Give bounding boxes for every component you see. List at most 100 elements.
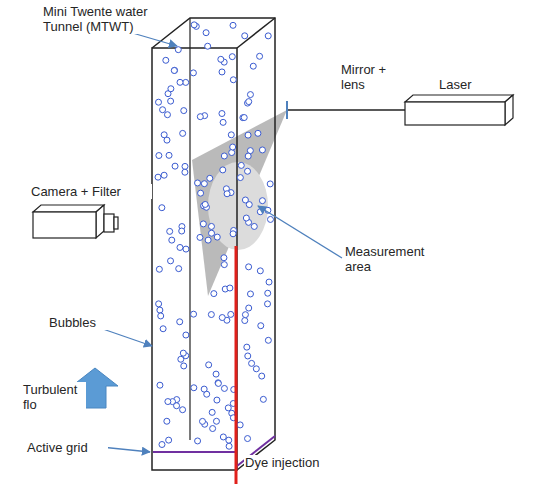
bubble (191, 385, 197, 391)
bubble (259, 373, 265, 379)
bubble (257, 268, 263, 274)
bubble (183, 79, 189, 85)
bubble (198, 190, 204, 196)
water-tunnel (152, 18, 275, 470)
bubble (230, 22, 236, 28)
bubble (247, 291, 253, 297)
mirror (286, 101, 288, 119)
bubbles (155, 22, 273, 449)
bubble (260, 396, 266, 402)
bubble (191, 311, 197, 317)
bubble (180, 130, 186, 136)
bubble (206, 362, 212, 368)
bubble (246, 99, 252, 105)
bubble (219, 111, 225, 117)
bubble (182, 163, 188, 169)
bubble (214, 397, 220, 403)
bubble (168, 258, 174, 264)
bubble (205, 237, 211, 243)
bubble (181, 363, 187, 369)
bubble (246, 305, 252, 311)
laser-top (405, 95, 513, 102)
bubble (221, 262, 227, 268)
bubble (258, 323, 264, 329)
dye-line (235, 246, 238, 484)
bubble (238, 162, 244, 168)
bubble (230, 231, 236, 237)
bubble (225, 405, 231, 411)
bubble (163, 57, 169, 63)
bubble (202, 201, 208, 207)
bubble (157, 307, 163, 313)
bubble (164, 112, 170, 118)
laser-label: Laser (438, 77, 500, 92)
bubble (161, 132, 167, 138)
laser-beam (287, 109, 405, 110)
bubble (257, 209, 263, 215)
bubble (205, 43, 211, 49)
mirror-label: Mirror + lens (340, 62, 404, 92)
bubble (220, 434, 226, 440)
camera-side (96, 205, 104, 238)
bubble (219, 69, 225, 75)
active-grid (153, 451, 237, 453)
bubble (177, 244, 183, 250)
bubble (227, 285, 233, 291)
bubble (214, 234, 220, 240)
tunnel-label: Mini Twente water Tunnel (MTWT) (42, 4, 168, 34)
light-sheet (192, 110, 287, 296)
bubble (246, 264, 252, 270)
bubble (177, 319, 183, 325)
bubble (243, 215, 249, 221)
bubble (259, 198, 265, 204)
bubble (242, 318, 248, 324)
bubble (203, 30, 209, 36)
bubble (266, 279, 272, 285)
bubble (259, 147, 265, 153)
bubble (244, 344, 250, 350)
bubble (172, 67, 178, 73)
camera-top (33, 205, 104, 212)
bubble (158, 313, 164, 319)
bubble (228, 311, 234, 317)
bubble (177, 79, 183, 85)
bubble (265, 290, 271, 296)
bubble (201, 181, 207, 187)
bubble (219, 315, 225, 321)
bubble (190, 70, 196, 76)
bubble (165, 399, 171, 405)
bubble (257, 53, 263, 59)
bubble (156, 99, 162, 105)
bubble (156, 301, 162, 307)
bubble (265, 33, 271, 39)
bubble (171, 67, 177, 73)
dye-label: Dye injection (244, 455, 346, 470)
bubble (209, 230, 215, 236)
bubble (265, 301, 271, 307)
leader-line (100, 328, 152, 346)
camera-lens (104, 214, 114, 232)
bubble (221, 385, 227, 391)
bubble (159, 205, 165, 211)
bubble (253, 366, 259, 372)
bubble (166, 152, 172, 158)
bubble (211, 291, 217, 297)
leaders (100, 27, 342, 452)
bubble (159, 442, 165, 448)
bubble (228, 132, 234, 138)
bubble (175, 47, 181, 53)
bubble (155, 174, 161, 180)
camera-front (33, 212, 96, 238)
bubble (166, 437, 172, 443)
bubble (164, 418, 170, 424)
bubble (168, 98, 174, 104)
bubble (245, 132, 251, 138)
bubble (174, 403, 180, 409)
bubble (191, 22, 197, 28)
bubble (226, 443, 232, 449)
bubble (229, 150, 235, 156)
bubble (208, 223, 214, 229)
bubble (242, 312, 248, 318)
bubble (156, 153, 162, 159)
measurement-label: Measurement area (344, 244, 438, 274)
